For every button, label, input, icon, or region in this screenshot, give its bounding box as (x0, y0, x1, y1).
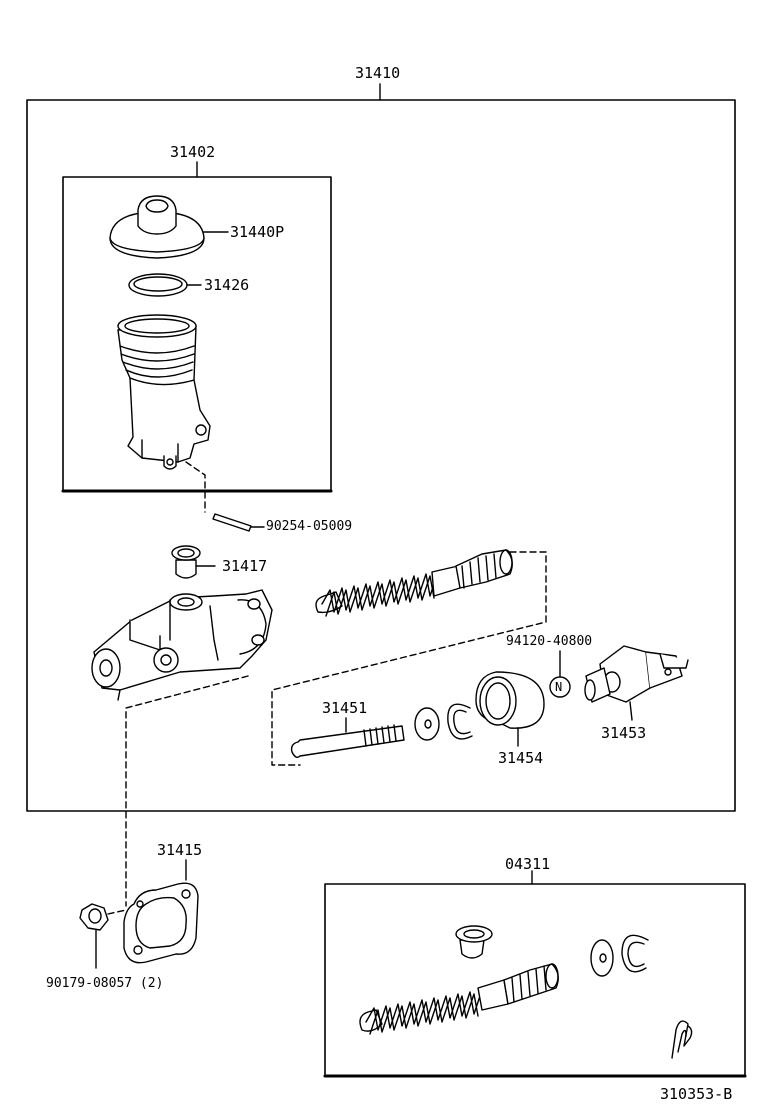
label-31453: 31453 (601, 724, 647, 742)
label-31426: 31426 (204, 276, 250, 294)
label-31410: 31410 (355, 64, 401, 82)
frame-31402 (63, 162, 331, 491)
label-31454: 31454 (498, 749, 544, 767)
diaphragm-31426-drawing (129, 274, 201, 296)
reservoir-tank-drawing (118, 315, 210, 469)
master-cylinder-body-drawing (92, 590, 272, 700)
boot-31454-drawing (476, 672, 544, 746)
label-90179-08057: 90179-08057 (2) (46, 976, 164, 991)
clevis-31453-drawing (585, 646, 688, 720)
label-04311: 04311 (505, 855, 551, 873)
pin-90254-drawing (213, 514, 264, 531)
label-31402: 31402 (170, 143, 216, 161)
n-symbol-label: N (555, 680, 563, 694)
n-symbol-drawing (550, 651, 570, 697)
nut-90179-drawing (80, 904, 126, 968)
push-rod-31451-drawing (292, 718, 404, 757)
label-94120-40800: 94120-40800 (506, 634, 593, 649)
label-90254-05009: 90254-05009 (266, 519, 353, 534)
dashed-link-body-flange (126, 676, 248, 906)
bushing-31417-drawing (172, 546, 215, 578)
piston-spring-drawing (316, 550, 512, 616)
frame-04311 (325, 871, 745, 1076)
dashed-link-tank-pin (186, 462, 205, 512)
label-31440p: 31440P (230, 223, 285, 241)
kit-piston-spring-drawing (360, 964, 558, 1034)
label-31415: 31415 (157, 841, 203, 859)
dashed-bracket-piston (272, 552, 546, 765)
label-31451: 31451 (322, 699, 368, 717)
kit-washer-drawing (591, 940, 613, 976)
kit-snap-ring-drawing (622, 935, 648, 971)
washer-drawing (415, 708, 439, 740)
gasket-31415-drawing (124, 860, 198, 963)
frame-31410 (27, 84, 735, 811)
kit-bushing-drawing (456, 926, 492, 958)
kit-clevis-pin-drawing (672, 1021, 692, 1058)
diagram-id-label: 310353-B (660, 1085, 733, 1103)
reservoir-cap-31440p-drawing (110, 196, 228, 258)
label-31417: 31417 (222, 557, 268, 575)
snap-ring-drawing (448, 704, 472, 739)
